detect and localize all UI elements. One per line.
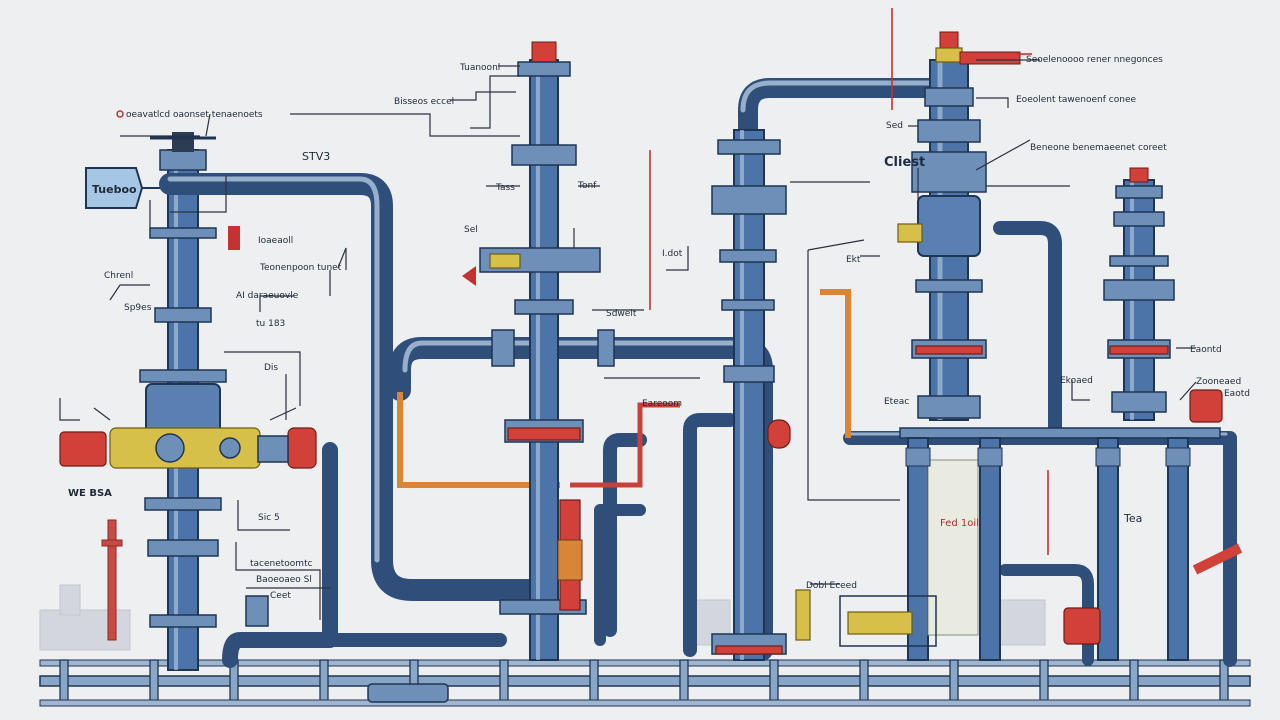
label-ekoaed: Ekoaed [1060, 376, 1093, 386]
label-sdwelt: Sdwelt [606, 309, 637, 319]
background-silhouette [39, 519, 1046, 651]
marker-dot-icon [116, 110, 124, 118]
labels: Tuanoonl Bisseos eccel oeavatlcd oaonset… [68, 55, 1250, 601]
label-eareoom: Eareoom [642, 399, 682, 409]
label-spoon: Sp9es [124, 303, 152, 313]
red-annotations [228, 8, 1049, 555]
label-stv: STV3 [302, 150, 330, 163]
tag-badge: Tueboo [85, 167, 168, 209]
label-right-top-1: Seoelenoooo rener nnegonces [1026, 55, 1163, 65]
label-ekt: Ekt [846, 255, 861, 265]
tall-right-column [897, 31, 1021, 421]
far-right-column [1103, 167, 1223, 423]
label-eteac: Eteac [884, 397, 909, 407]
label-sel: Sel [464, 225, 478, 235]
label-chrenl: Chrenl [104, 271, 133, 281]
label-tass: Tass [495, 183, 515, 193]
label-left-low: Baoeoaeo Sl [256, 575, 312, 585]
label-right-low-1: Eaontd [1190, 345, 1222, 355]
label-we-bsa: WE BSA [68, 488, 112, 499]
label-right-top-3: Beneone benemaeenet coreet [1030, 143, 1167, 153]
label-sed: Sed [886, 121, 903, 131]
label-valve-top: Bisseos eccel [394, 97, 454, 107]
label-tea: Tea [1123, 512, 1142, 525]
label-aldesonole: AI daraeuovle [236, 291, 299, 301]
left-column [59, 132, 317, 671]
label-sic: Sic 5 [258, 513, 280, 523]
label-top-left: oeavatlcd oaonset tenaenoets [126, 110, 263, 120]
label-right-low-2: Zooneaed [1196, 377, 1241, 387]
center-column [479, 41, 615, 661]
pipe-network [159, 78, 1243, 668]
label-right-top-2: Eoeolent tawenoenf conee [1016, 95, 1136, 105]
leader-lines [59, 59, 1197, 620]
support-frame [899, 427, 1221, 661]
label-bottom-cool: Dobl Eceed [806, 581, 857, 591]
label-cliest: Cliest [884, 155, 925, 170]
label-red-box: Fed 1oil [940, 518, 979, 529]
label-tunnenpoon: Teonenpoon tunet [259, 263, 342, 273]
base-rails [39, 659, 1251, 707]
label-top-center: Tuanoonl [459, 63, 500, 73]
label-tonf: Tonf [577, 181, 597, 191]
bottom-equipment [245, 499, 1101, 647]
label-tu: tu 183 [256, 319, 285, 329]
label-ceet: Ceet [270, 591, 291, 601]
label-red-small: Ioaeaoll [258, 236, 293, 246]
label-right-low-3: Eaotd [1224, 389, 1250, 399]
badge-label: Tueboo [92, 183, 137, 196]
label-left-mid: tacenetoomtc [250, 559, 313, 569]
label-ldot: I.dot [662, 249, 683, 259]
label-dis: Dis [264, 363, 278, 373]
rightcenter-column [711, 129, 791, 661]
